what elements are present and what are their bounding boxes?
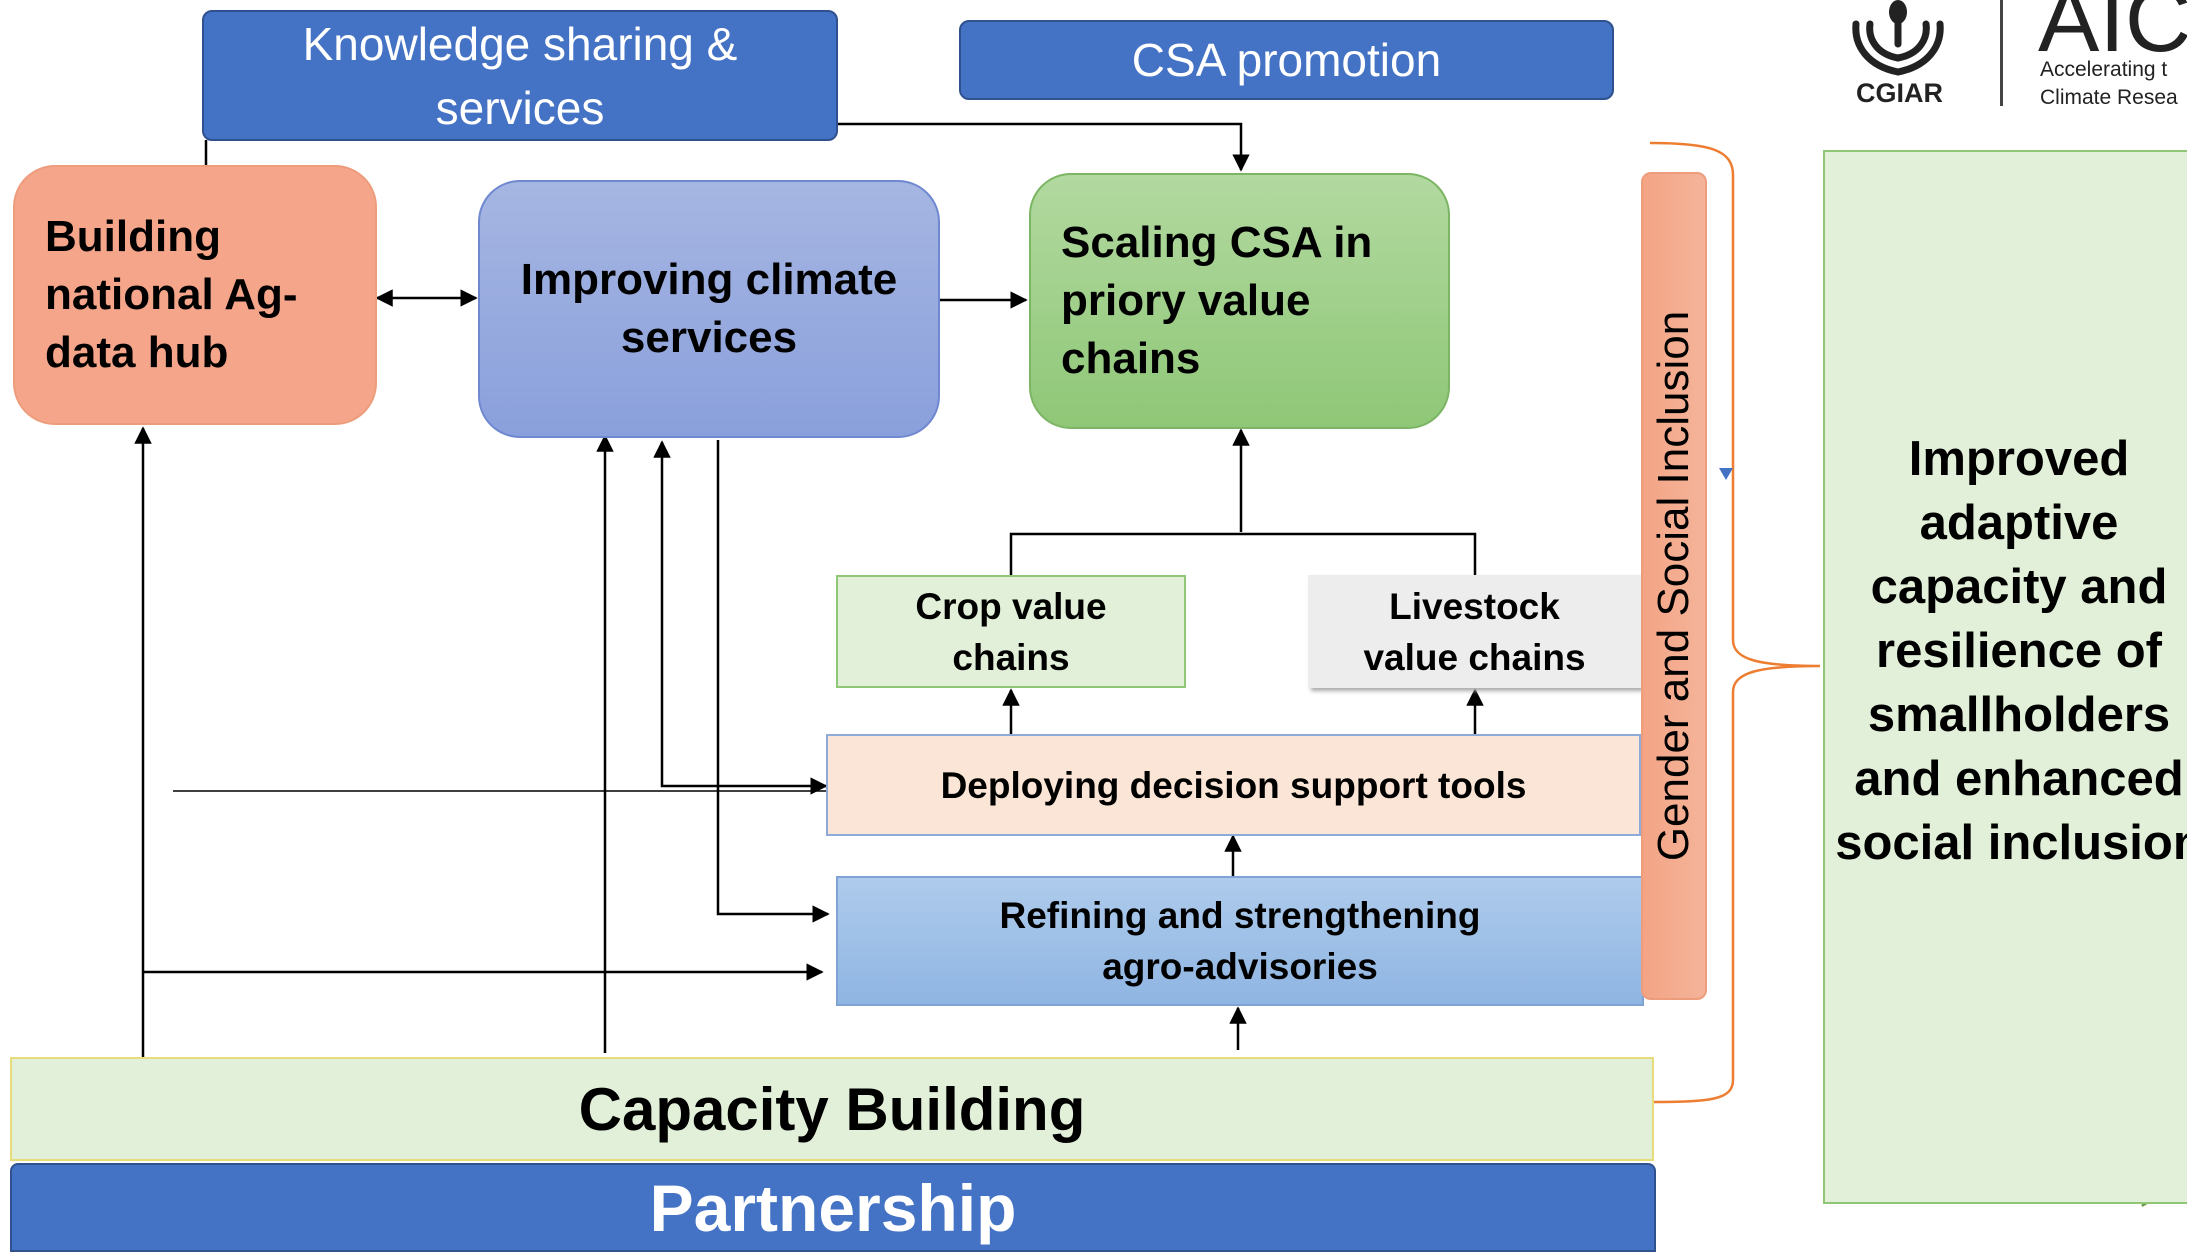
aic-tagline-line1: Accelerating t: [2040, 58, 2168, 81]
arrow-climate-dst: [653, 440, 828, 795]
gender-inclusion-bar: Gender and Social Inclusion: [1641, 172, 1707, 1000]
aic-tagline-line2: Climate Resea: [2040, 86, 2178, 109]
knowledge-sharing-banner: Knowledge sharing & services: [202, 10, 838, 141]
cgiar-logo: CGIAR: [1848, 0, 1948, 110]
scaling-csa-box: Scaling CSA in priory value chains: [1029, 173, 1450, 429]
climate-services-box: Improving climate services: [478, 180, 940, 438]
partnership-label: Partnership: [649, 1170, 1017, 1245]
livestock-value-chains-label: Livestock value chains: [1363, 585, 1586, 678]
cgiar-label: CGIAR: [1856, 78, 1943, 108]
outcome-text: Improved adaptive capacity and resilienc…: [1835, 432, 2187, 870]
outcome-note: Improved adaptive capacity and resilienc…: [1823, 150, 2187, 1204]
orange-brace: [1649, 141, 1821, 1104]
ag-data-hub-label: Building national Ag-data hub: [45, 212, 298, 377]
arrow-knowledge-to-scaling: [838, 122, 1250, 172]
scaling-csa-label: Scaling CSA in priory value chains: [1061, 218, 1373, 383]
logo-divider: [2000, 0, 2003, 106]
line-chains-bracket: [1009, 532, 1477, 575]
crop-value-chains-box: Crop value chains: [836, 575, 1186, 688]
agro-advisories-box: Refining and strengthening agro-advisori…: [836, 876, 1644, 1006]
csa-promotion-banner: CSA promotion: [959, 20, 1614, 100]
capacity-building-label: Capacity Building: [578, 1075, 1086, 1143]
crop-value-chains-label: Crop value chains: [915, 585, 1107, 678]
aic-label: AIC: [2038, 0, 2187, 71]
partnership-bar: Partnership: [10, 1163, 1656, 1252]
knowledge-sharing-label: Knowledge sharing & services: [302, 17, 738, 134]
ag-data-hub-box: Building national Ag-data hub: [13, 165, 377, 425]
gender-inclusion-label: Gender and Social Inclusion: [1649, 310, 1698, 862]
livestock-value-chains-box: Livestock value chains: [1308, 575, 1641, 688]
capacity-building-bar: Capacity Building: [10, 1057, 1654, 1161]
decision-support-tools-box: Deploying decision support tools: [826, 734, 1641, 836]
small-triangle-marker: [1719, 468, 1733, 480]
arrow-climate-to-advisories: [716, 440, 830, 923]
csa-promotion-label: CSA promotion: [1131, 34, 1442, 86]
climate-services-label: Improving climate services: [520, 255, 898, 362]
wheat-icon: [1852, 0, 1944, 76]
decision-support-tools-label: Deploying decision support tools: [940, 764, 1527, 806]
agro-advisories-label: Refining and strengthening agro-advisori…: [999, 895, 1481, 987]
